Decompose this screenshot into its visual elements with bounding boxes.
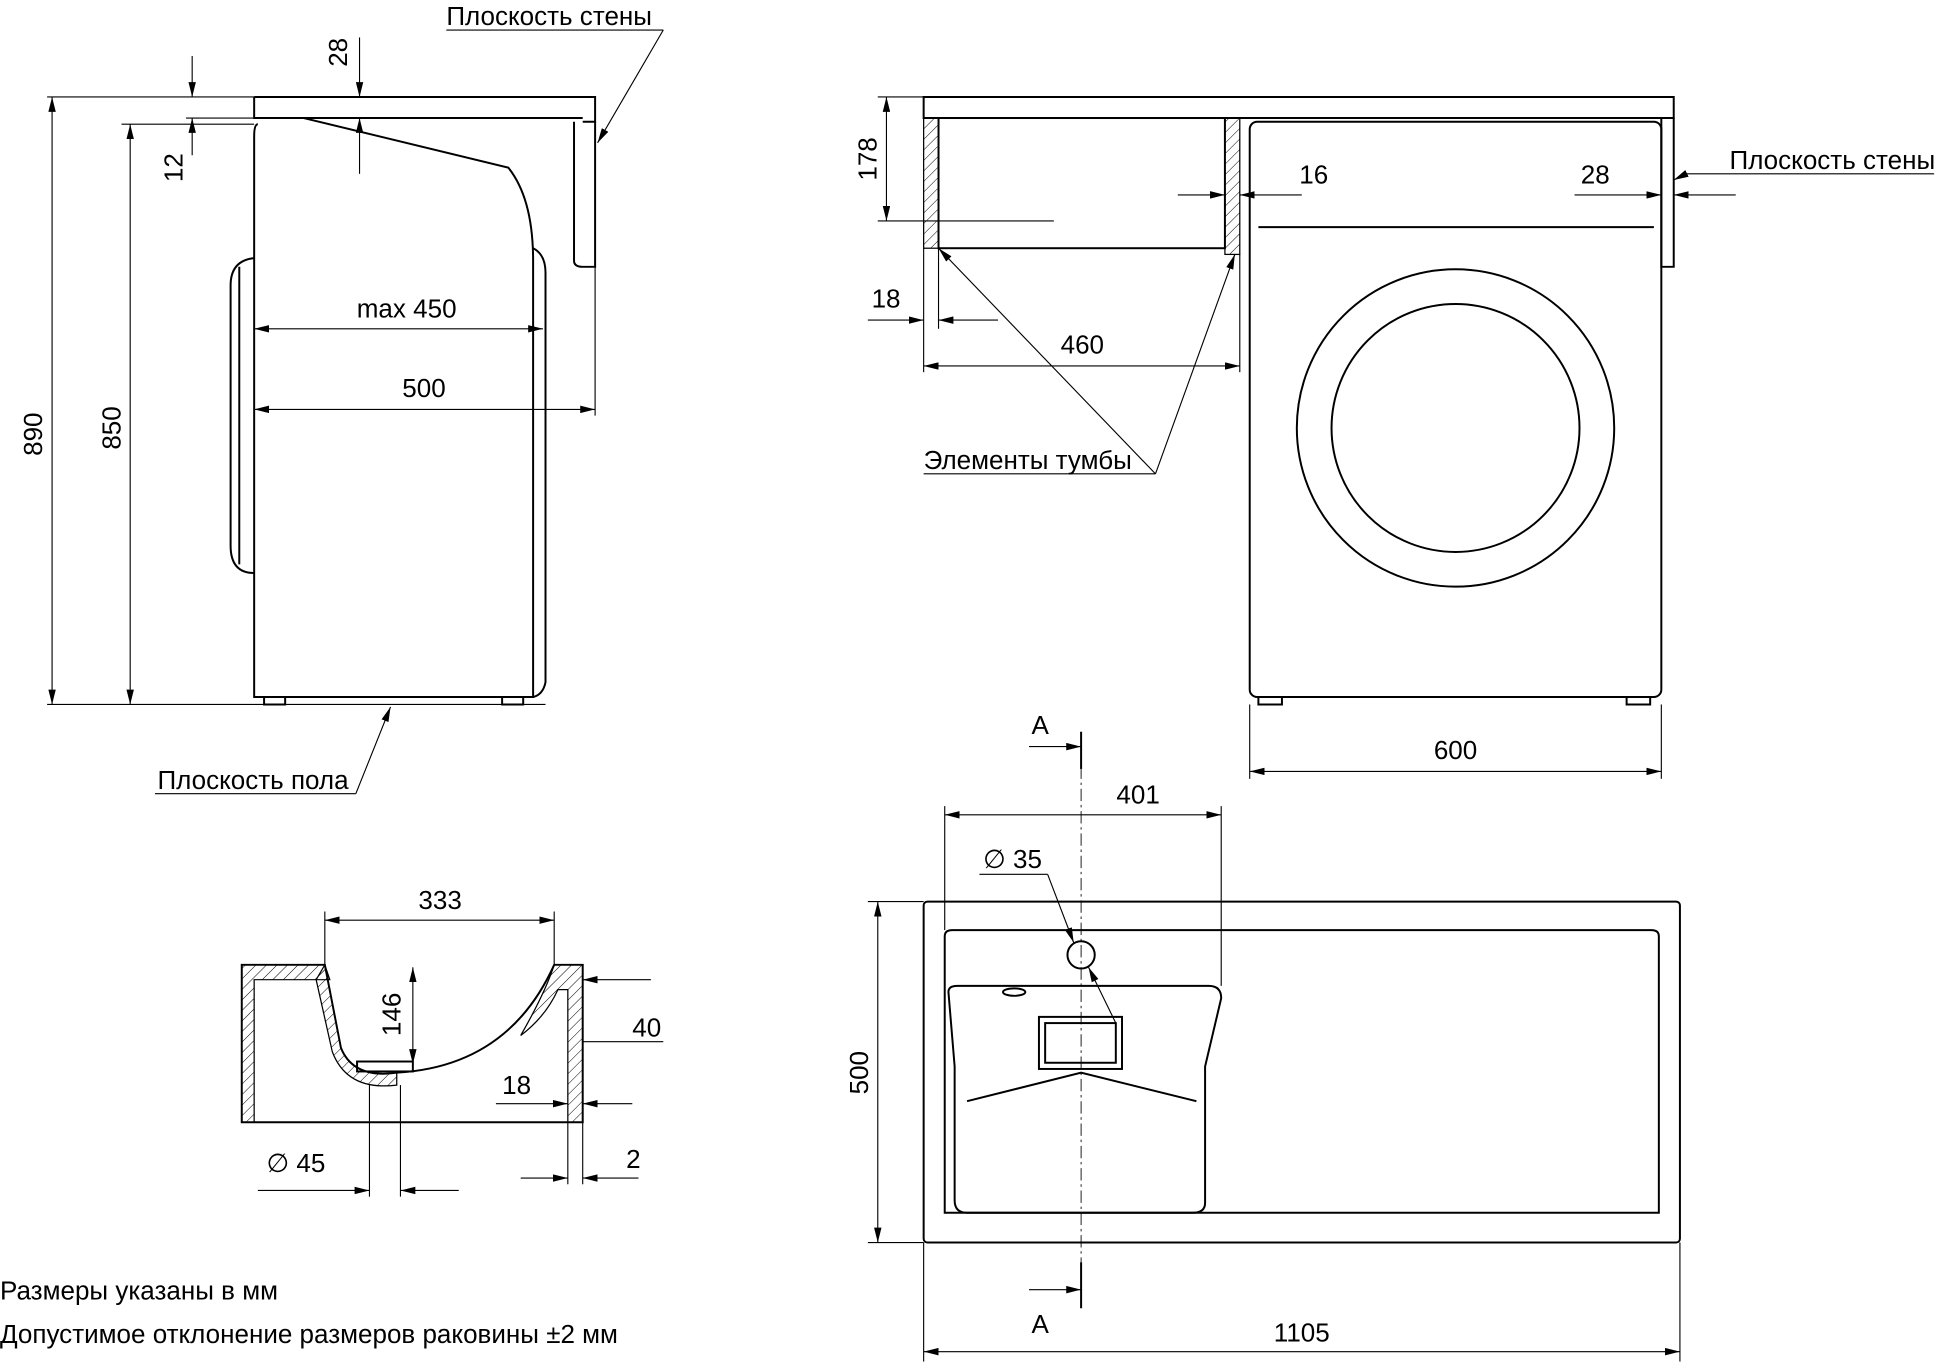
dim-500-plan: 500	[844, 1051, 874, 1094]
note-tolerance: Допустимое отклонение размеров раковины …	[0, 1319, 618, 1349]
cabinet-elements-label: Элементы тумбы	[924, 445, 1132, 475]
dim-40: 40	[632, 1013, 661, 1043]
dim-333: 333	[418, 885, 461, 915]
dim-18-section: 18	[502, 1070, 531, 1100]
wall-plane-label: Плоскость стены	[446, 1, 652, 31]
section-view: 333 146 40 18 2 ∅ 45	[240, 885, 664, 1197]
dim-d35: ∅ 35	[983, 844, 1042, 874]
dim-600: 600	[1434, 735, 1477, 765]
dim-16: 16	[1299, 160, 1328, 190]
dim-28-front: 28	[1581, 160, 1610, 190]
section-mark-bottom: A	[1032, 1309, 1050, 1339]
dim-18-front: 18	[872, 284, 901, 314]
dim-890: 890	[18, 412, 48, 455]
note-units: Размеры указаны в мм	[0, 1276, 278, 1306]
dim-2: 2	[626, 1144, 640, 1174]
dim-460: 460	[1061, 330, 1104, 360]
dim-146: 146	[376, 993, 406, 1036]
dim-28: 28	[323, 38, 353, 67]
notes: Размеры указаны в мм Допустимое отклонен…	[0, 1276, 618, 1349]
dim-500: 500	[402, 373, 445, 403]
floor-plane-label: Плоскость пола	[157, 765, 349, 795]
dim-401: 401	[1116, 780, 1159, 810]
wall-plane-label-front: Плоскость стены	[1730, 145, 1936, 175]
side-view: 890 850 28 12 max 450 500 Плоскость стен…	[18, 1, 664, 795]
plan-view: A A 401 ∅ 35 500 1105	[844, 710, 1681, 1362]
dim-12: 12	[158, 153, 188, 182]
front-view: 178 16 28 Плоскость стены 18 460 600 Эле…	[853, 95, 1936, 779]
dim-d45: ∅ 45	[267, 1148, 326, 1178]
dim-178: 178	[853, 137, 883, 180]
dim-max450: max 450	[357, 294, 457, 324]
dim-1105: 1105	[1274, 1318, 1330, 1348]
dim-850: 850	[96, 406, 126, 449]
section-mark-top: A	[1032, 710, 1050, 740]
